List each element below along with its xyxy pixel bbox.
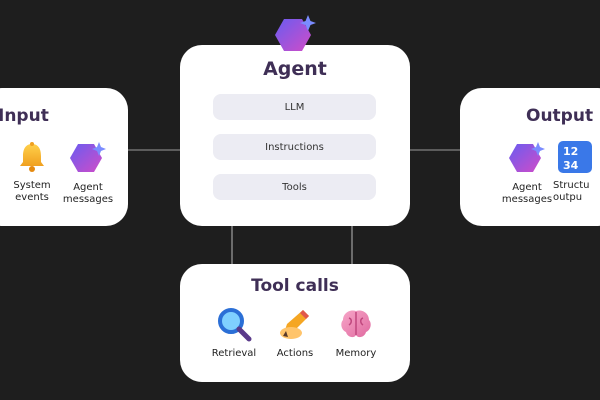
bell-icon [20,142,44,172]
input-title: Input [0,106,49,126]
tool-item-memory: Memory [316,306,396,360]
component-tools: Tools [213,174,376,200]
tool-item-label: Retrieval [211,348,257,359]
component-llm: LLM [213,94,376,120]
input-item-label: Agent messages [62,182,114,205]
agent-card: Agent LLM Instructions Tools [180,45,410,226]
tool-item-label: Memory [335,348,377,359]
output-item-label: Agent messages [501,182,553,205]
svg-text:34: 34 [563,159,579,172]
brain-icon [341,310,371,338]
agent-hexagon-icon [509,142,545,172]
tool-calls-card: Tool calls Retrieval Actions Memory [180,264,410,382]
input-item-system-events: System events [0,140,72,204]
component-instructions: Instructions [213,134,376,160]
output-item-structured-output: 12 34 Structu outpu [547,140,600,204]
input-item-agent-messages: Agent messages [48,140,128,206]
tool-item-label: Actions [276,348,314,359]
svg-text:12: 12 [563,145,578,158]
agent-hexagon-icon [70,142,106,172]
input-item-label: System events [13,180,51,203]
magnifier-icon [218,308,252,342]
output-title: Output [526,106,594,126]
tool-item-actions: Actions [255,306,335,360]
tool-calls-title: Tool calls [251,276,339,296]
agent-hexagon-icon [275,15,316,51]
numbers-icon: 12 34 [558,141,592,173]
output-card: Output Agent messages 12 34 Structu outp… [460,88,600,226]
output-item-agent-messages: Agent messages [487,140,567,206]
input-card: Input System events Agent messages [0,88,128,226]
tool-item-retrieval: Retrieval [194,306,274,360]
output-item-label: Structu outpu [553,180,590,203]
pencil-hand-icon [280,310,309,339]
agent-title: Agent [263,58,327,80]
